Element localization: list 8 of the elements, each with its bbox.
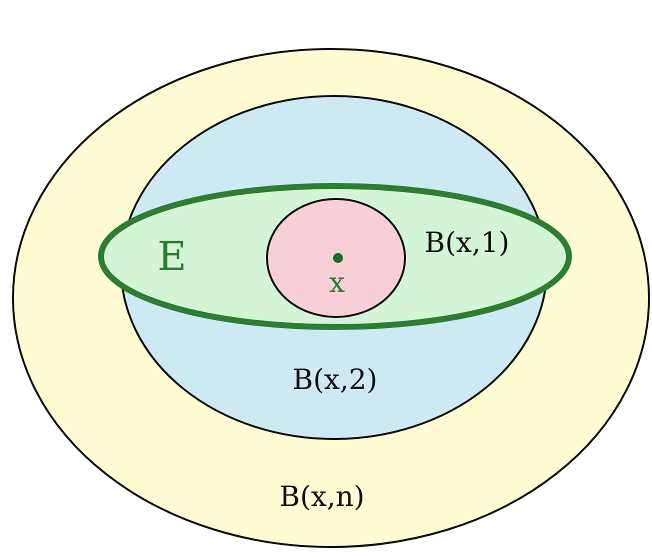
ball-label: B(x,2) <box>292 366 378 394</box>
ball-label: x <box>329 269 345 297</box>
outer-ball-ellipse <box>12 48 650 548</box>
ball-label: B(x,n) <box>279 483 365 511</box>
set-label: E <box>157 237 187 277</box>
inner-ball-circle <box>266 198 406 318</box>
ball-label: B(x,1) <box>424 229 510 257</box>
set-ellipse <box>98 183 572 330</box>
